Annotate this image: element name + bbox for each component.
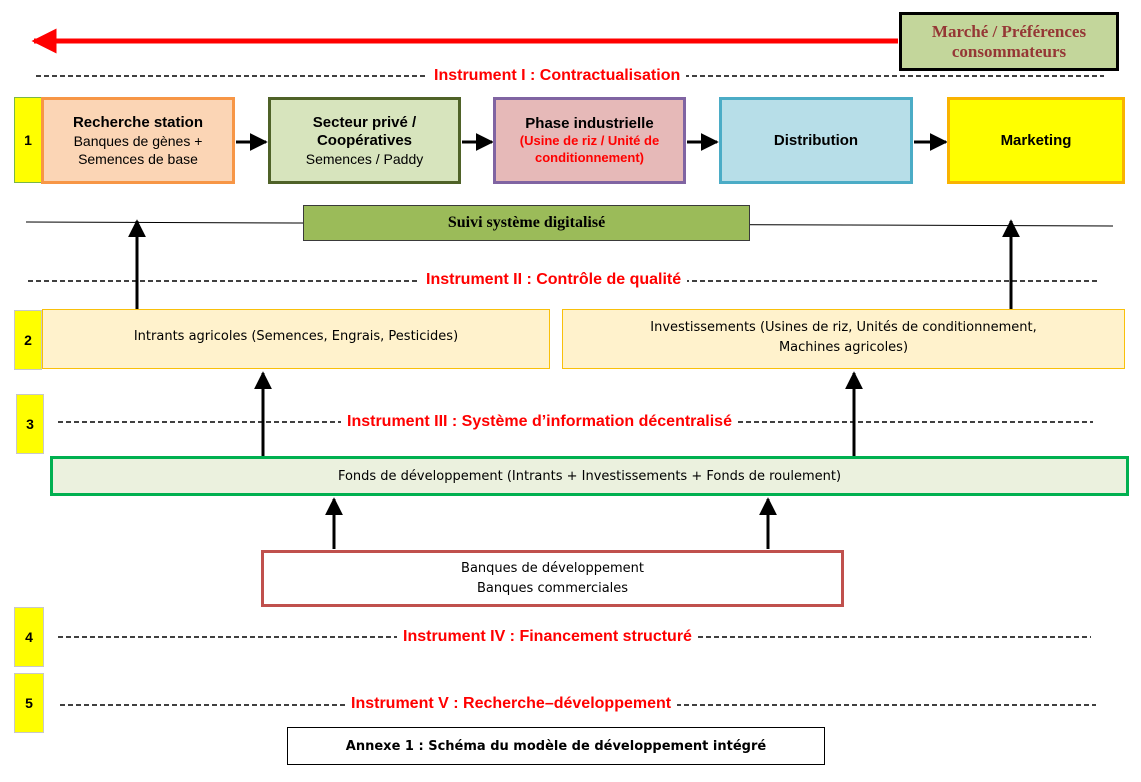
instrument-5-label: Instrument V : Recherche–développement bbox=[345, 694, 678, 714]
secteur-title1: Secteur privé / bbox=[312, 113, 417, 131]
marketing-title: Marketing bbox=[1000, 132, 1072, 149]
marketing-box: Marketing bbox=[947, 97, 1125, 184]
banques-box: Banques de développement Banques commerc… bbox=[261, 550, 844, 607]
fonds-label: Fonds de développement (Intrants + Inves… bbox=[337, 468, 842, 484]
instrument-2-label: Instrument II : Contrôle de qualité bbox=[420, 270, 688, 290]
phase-line2: conditionnement) bbox=[534, 150, 645, 165]
instrument-3-label: Instrument III : Système d’information d… bbox=[341, 412, 738, 432]
row-number-4: 4 bbox=[14, 607, 44, 667]
annexe-label: Annexe 1 : Schéma du modèle de développe… bbox=[345, 738, 767, 754]
row-number-1: 1 bbox=[14, 97, 42, 183]
phase-line1: (Usine de riz / Unité de bbox=[519, 133, 660, 148]
phase-title: Phase industrielle bbox=[525, 115, 654, 132]
recherche-line1: Banques de gènes + bbox=[73, 132, 203, 149]
intrants-box: Intrants agricoles (Semences, Engrais, P… bbox=[42, 309, 550, 369]
row-number-2: 2 bbox=[14, 310, 42, 370]
market-preferences-box: Marché / Préférences consommateurs bbox=[899, 12, 1119, 71]
secteur-prive-box: Secteur privé / Coopératives Semences / … bbox=[268, 97, 461, 184]
secteur-title2: Coopératives bbox=[316, 131, 413, 149]
market-line1: Marché / Préférences bbox=[931, 21, 1087, 41]
instrument-4-label: Instrument IV : Financement structuré bbox=[397, 627, 698, 647]
investissements-box: Investissements (Usines de riz, Unités d… bbox=[562, 309, 1125, 369]
intrants-label: Intrants agricoles (Semences, Engrais, P… bbox=[133, 329, 459, 344]
recherche-station-box: Recherche station Banques de gènes + Sem… bbox=[41, 97, 235, 184]
banques-line1: Banques de développement bbox=[461, 560, 644, 576]
investissements-line1: Investissements (Usines de riz, Unités d… bbox=[650, 320, 1037, 335]
annexe-caption: Annexe 1 : Schéma du modèle de développe… bbox=[287, 727, 825, 765]
row-number-3: 3 bbox=[16, 394, 44, 454]
phase-industrielle-box: Phase industrielle (Usine de riz / Unité… bbox=[493, 97, 686, 184]
suivi-label: Suivi système digitalisé bbox=[447, 214, 606, 231]
recherche-title: Recherche station bbox=[72, 113, 204, 131]
investissements-line2: Machines agricoles) bbox=[778, 340, 909, 355]
fonds-developpement-box: Fonds de développement (Intrants + Inves… bbox=[50, 456, 1129, 496]
instrument-1-label: Instrument I : Contractualisation bbox=[428, 66, 687, 86]
row-number-5: 5 bbox=[14, 673, 44, 733]
market-line2: consommateurs bbox=[951, 41, 1067, 61]
distribution-title: Distribution bbox=[773, 132, 859, 149]
suivi-systeme-box: Suivi système digitalisé bbox=[303, 205, 750, 241]
distribution-box: Distribution bbox=[719, 97, 913, 184]
secteur-line1: Semences / Paddy bbox=[305, 150, 424, 167]
banques-line2: Banques commerciales bbox=[476, 580, 629, 596]
recherche-line2: Semences de base bbox=[78, 150, 198, 167]
